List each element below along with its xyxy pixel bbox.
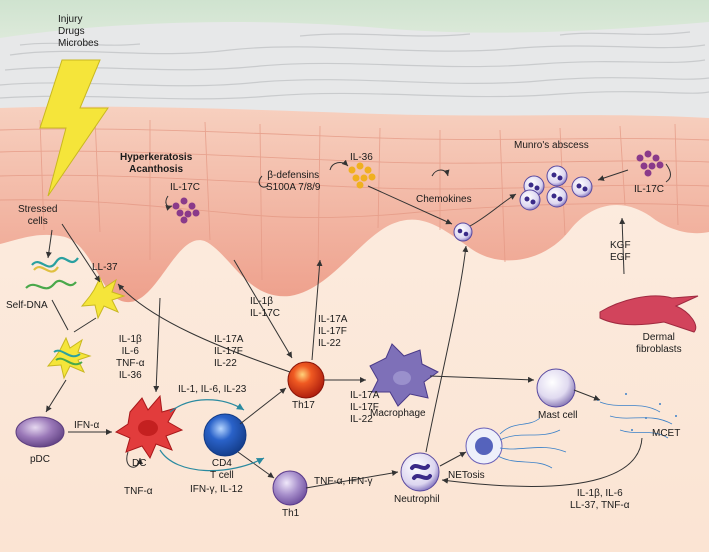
label-dc-to-cd4-bottom: IFN-γ, IL-12 (190, 484, 243, 495)
mcet-traps (599, 401, 673, 439)
dc-cell (114, 394, 184, 460)
label-il17c-right: IL-17C (634, 184, 665, 195)
pdc-cell (15, 416, 65, 448)
label-ifn-alpha: IFN-α (74, 420, 100, 431)
dermal-fibroblast (599, 295, 699, 333)
label-neutrophil: Neutrophil (394, 494, 440, 505)
il17c-granules-left (172, 197, 200, 224)
label-il17-to-ll37: IL-17A IL-17F IL-22 (214, 334, 244, 369)
label-il1b-il17c: IL-1β IL-17C (250, 296, 281, 319)
mast-cell (536, 368, 576, 408)
stratum-corneum (0, 22, 709, 128)
label-mast-cell: Mast cell (538, 410, 578, 421)
ll37-peptide (80, 276, 126, 320)
complex-dna-strand (53, 349, 81, 358)
pathway-arrows (45, 159, 671, 489)
label-th17-output-right: IL-17A IL-17F IL-22 (350, 390, 380, 425)
migrating-neutrophil (453, 222, 473, 242)
label-th1-to-neutrophil: TNF-α, IFN-γ (314, 476, 373, 487)
label-netosis: NETosis (448, 470, 485, 481)
label-th1: Th1 (282, 508, 300, 519)
label-tnf-alpha-dc: TNF-α (124, 486, 153, 497)
label-defensins: β-defensins S100A 7/8/9 (266, 170, 321, 193)
label-stressed-cells: Stressed cells (18, 204, 58, 227)
label-il17c-left: IL-17C (170, 182, 201, 193)
label-pdc: pDC (30, 454, 51, 465)
macrophage-nucleus (393, 371, 411, 385)
label-macrophage: Macrophage (370, 408, 426, 419)
munro-abscess-neutrophils (519, 165, 593, 211)
th1-cell (272, 470, 308, 506)
label-dc: DC (132, 458, 147, 469)
label-dc-cytokines: IL-1β IL-6 TNF-α IL-36 (116, 334, 145, 381)
il17c-granules-right (636, 150, 664, 177)
label-mast-cytokines: IL-1β, IL-6 LL-37, TNF-α (570, 488, 630, 511)
cd4-tcell (203, 413, 247, 457)
label-self-dna: Self-DNA (6, 300, 48, 311)
label-kgf-egf: KGF EGF (610, 240, 631, 263)
label-chemokines: Chemokines (416, 194, 472, 205)
neutrophil-cell (400, 452, 440, 492)
self-dna-strands (25, 256, 79, 290)
label-dermal-fibroblasts: Dermal fibroblasts (636, 332, 682, 355)
label-triggers: Injury Drugs Microbes (58, 14, 99, 49)
label-th17: Th17 (292, 400, 315, 411)
label-th17-output-up: IL-17A IL-17F IL-22 (318, 314, 348, 349)
label-hyperkeratosis: Hyperkeratosis Acanthosis (120, 152, 193, 175)
label-ll37: LL-37 (92, 262, 118, 273)
th17-cell (287, 361, 325, 399)
il36-granules (348, 162, 376, 189)
label-cd4: CD4 T cell (210, 458, 234, 481)
complex-dna-strand-2 (55, 357, 83, 366)
label-mcet: MCET (652, 428, 681, 439)
label-munro: Munro's abscess (514, 140, 589, 151)
netosis-cell (465, 417, 567, 469)
dc-to-cd4-arrows (159, 399, 265, 472)
label-dc-to-cd4-top: IL-1, IL-6, IL-23 (178, 384, 247, 395)
lightning-bolt-icon (39, 59, 109, 197)
epidermis (0, 106, 709, 303)
label-il36: IL-36 (350, 152, 373, 163)
keratin-flakes (0, 31, 709, 100)
keratinocyte-cells (0, 117, 709, 281)
ll37-dna-complex (46, 336, 92, 380)
